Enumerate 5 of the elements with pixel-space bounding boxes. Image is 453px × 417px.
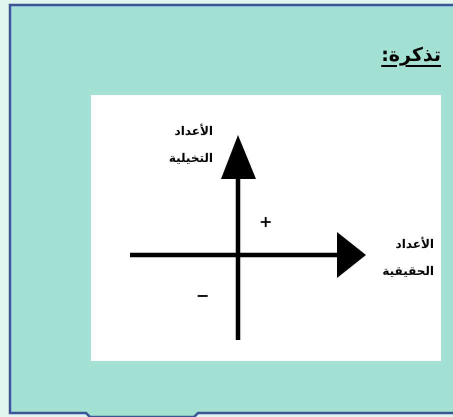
axis-label: الأعداد التخيلية	[168, 122, 213, 167]
sign: +	[259, 212, 272, 232]
sign: −	[196, 286, 210, 306]
axis-label: الأعداد الحقيقية	[381, 236, 434, 280]
title: تذكرة:	[381, 44, 441, 66]
